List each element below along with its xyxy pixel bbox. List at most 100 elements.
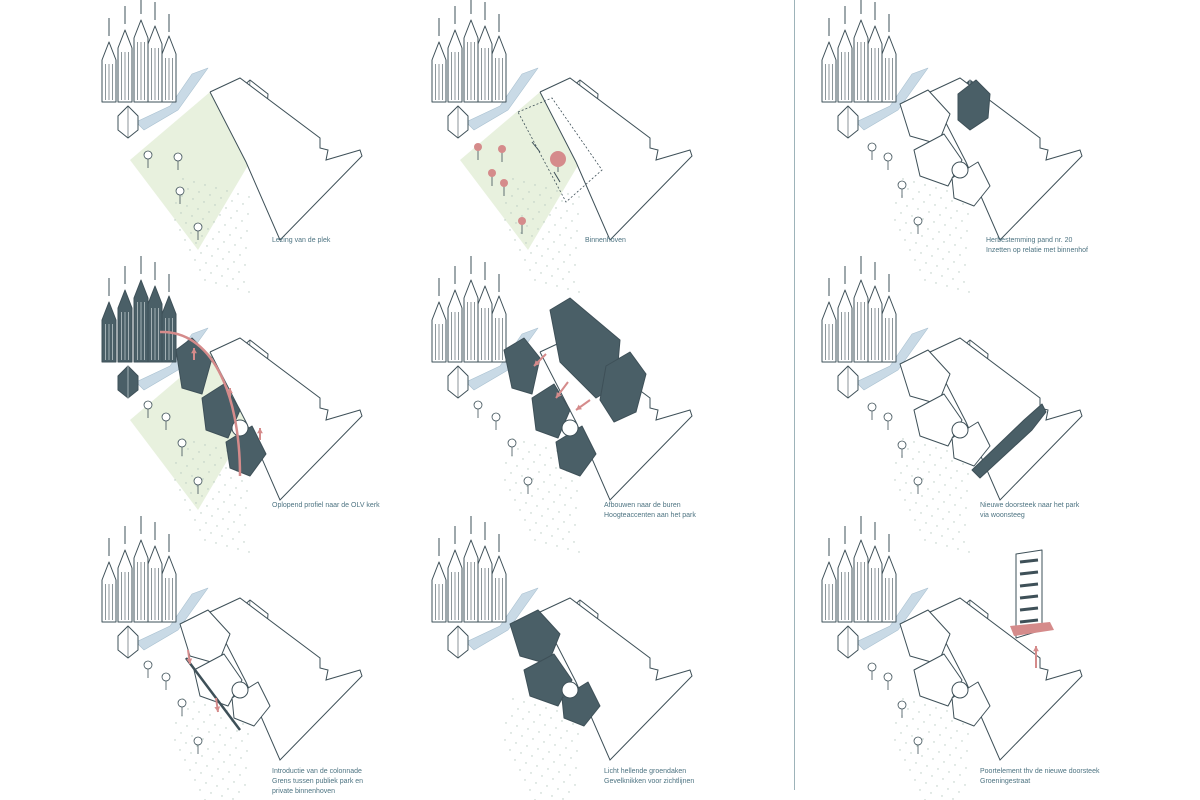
- park-dot: [551, 275, 553, 277]
- tree-crown: [913, 476, 923, 486]
- park-dot: [189, 509, 191, 511]
- park-dot: [947, 528, 949, 530]
- diagram-layer: [821, 256, 1083, 553]
- park-dot: [193, 181, 195, 183]
- park-dot: [529, 529, 531, 531]
- tree-crown: [177, 698, 187, 708]
- diagram-layer: [101, 256, 363, 553]
- park-dot: [211, 255, 213, 257]
- courtyard-ring: [231, 681, 249, 699]
- park-dot: [544, 724, 546, 726]
- park-dot: [236, 210, 238, 212]
- park-dot: [245, 767, 247, 769]
- gap-arrow: [531, 141, 541, 153]
- park-dot: [229, 234, 231, 236]
- tree: [143, 660, 153, 678]
- park-dot: [514, 499, 516, 501]
- park-dot: [524, 519, 526, 521]
- courtyard-ring: [561, 681, 579, 699]
- park-dot: [950, 477, 952, 479]
- park-dot: [530, 772, 532, 774]
- park-dot: [951, 460, 953, 462]
- panel-caption: Introductie van de colonnade Grens tusse…: [272, 767, 363, 797]
- park-dot: [556, 190, 558, 192]
- isometric-diagram: [101, 256, 363, 553]
- park-dot: [929, 714, 931, 716]
- park-dot: [523, 181, 525, 183]
- park-dot: [537, 488, 539, 490]
- park-dot: [201, 235, 203, 237]
- isometric-diagram: [431, 0, 693, 293]
- park-dot: [922, 738, 924, 740]
- park-dot: [246, 750, 248, 752]
- park-dot: [197, 468, 199, 470]
- park-dot: [935, 542, 937, 544]
- park-dot: [951, 200, 953, 202]
- park-dot: [920, 252, 922, 254]
- park-dot: [532, 218, 534, 220]
- courtyard-ring: [951, 161, 969, 179]
- park-dot: [528, 711, 530, 713]
- tree: [491, 412, 501, 430]
- park-dot: [189, 769, 191, 771]
- park-dot: [523, 441, 525, 443]
- tree-crown: [193, 222, 203, 232]
- park-dot: [565, 487, 567, 489]
- park-dot: [547, 508, 549, 510]
- park-dot: [175, 462, 177, 464]
- park-dot: [219, 734, 221, 736]
- caption-line: Herbestemming pand nr. 20: [986, 237, 1073, 244]
- park-dot: [514, 239, 516, 241]
- park-dot: [212, 498, 214, 500]
- park-dot: [936, 785, 938, 787]
- park-dot: [575, 507, 577, 509]
- park-dot: [928, 211, 930, 213]
- cathedral-block: [431, 516, 507, 659]
- park-dot: [210, 532, 212, 534]
- park-dot: [926, 245, 928, 247]
- caption-line: private binnenhoven: [272, 788, 336, 795]
- park-dot: [511, 715, 513, 717]
- park-dot: [184, 759, 186, 761]
- site-outline: [209, 597, 363, 761]
- diagram-panel-6: Nieuwe doorsteek naar het park via woons…: [810, 256, 1170, 553]
- park-dot: [968, 551, 970, 553]
- tree-crown: [897, 440, 907, 450]
- caption-line: Oplopend profiel naar de OLV kerk: [272, 502, 380, 509]
- park-dot: [543, 481, 545, 483]
- park-dot: [526, 225, 528, 227]
- park-dot: [186, 465, 188, 467]
- tree: [193, 736, 203, 754]
- park-dot: [534, 704, 536, 706]
- park-dot: [576, 750, 578, 752]
- park-dot: [198, 711, 200, 713]
- park-dot: [229, 494, 231, 496]
- park-dot: [967, 473, 969, 475]
- panel-caption: Afbouwen naar de buren Hoogteaccenten aa…: [604, 501, 696, 521]
- tree-crown: [550, 151, 566, 167]
- park-dot: [198, 191, 200, 193]
- park-dot: [953, 261, 955, 263]
- park-dot: [217, 248, 219, 250]
- park-dot: [247, 213, 249, 215]
- park-dot: [207, 748, 209, 750]
- park-dot: [548, 231, 550, 233]
- park-dot: [550, 197, 552, 199]
- park-dot: [564, 504, 566, 506]
- tree: [143, 150, 153, 168]
- park-dot: [212, 238, 214, 240]
- diagram-layer: [821, 0, 1083, 293]
- park-dot: [966, 750, 968, 752]
- park-dot: [218, 231, 220, 233]
- park-dot: [911, 215, 913, 217]
- water-strip: [855, 67, 929, 131]
- park-dot: [209, 454, 211, 456]
- park-dot: [945, 727, 947, 729]
- park-dot: [195, 242, 197, 244]
- park-dot: [560, 477, 562, 479]
- isometric-diagram: [431, 256, 693, 553]
- park-dot: [937, 508, 939, 510]
- park-dot: [961, 220, 963, 222]
- park-dot: [909, 509, 911, 511]
- park-dot: [904, 499, 906, 501]
